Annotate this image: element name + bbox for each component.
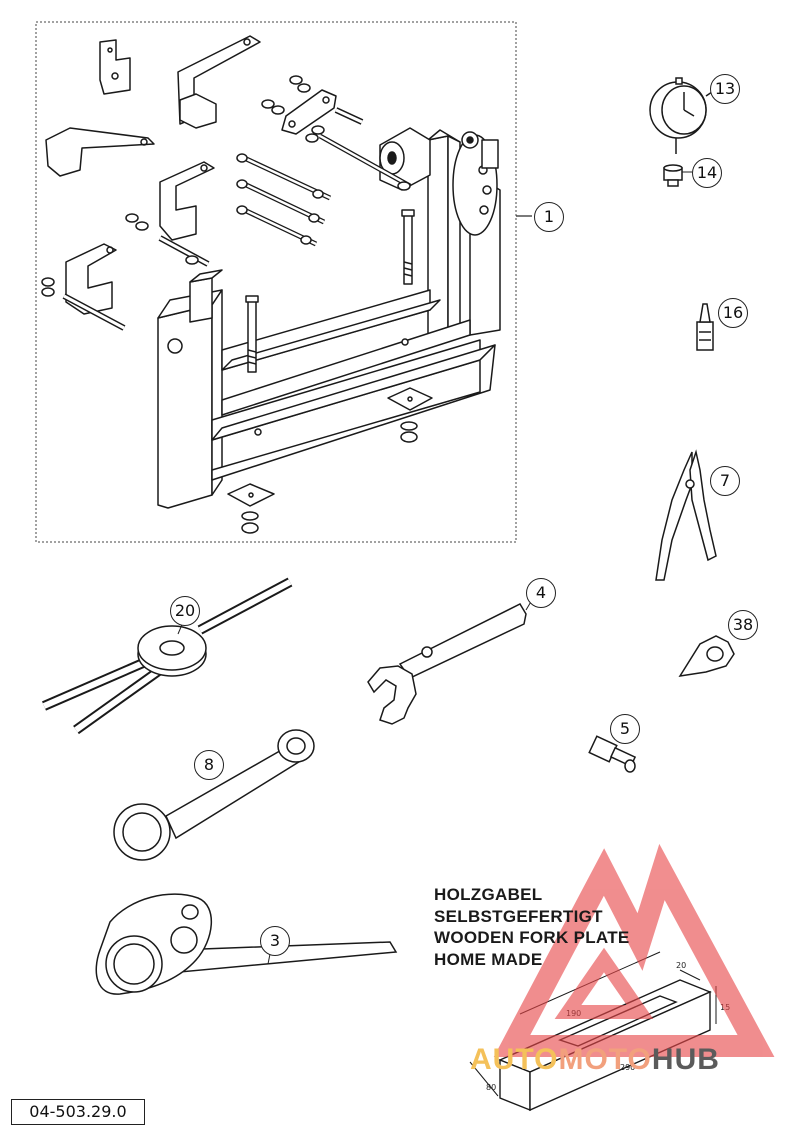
dial-indicator xyxy=(649,77,713,154)
link-plate xyxy=(281,89,337,135)
long-bolt-vertical-1 xyxy=(245,295,259,373)
offset-bracket-lower xyxy=(65,243,117,315)
watermark-logo xyxy=(493,843,775,1057)
foot-pad-left xyxy=(227,483,275,534)
watermark-part: AUTO xyxy=(470,1043,559,1076)
note-line: HOME MADE xyxy=(434,949,543,969)
dimension-label: 80 xyxy=(486,1083,496,1092)
callout-13: 13 xyxy=(710,74,740,104)
circlip-pliers xyxy=(655,449,717,581)
sealant-bottle xyxy=(696,303,714,351)
engine-stand-frame xyxy=(157,129,501,509)
dimension-label: 290 xyxy=(620,1063,635,1072)
threaded-adapter xyxy=(588,735,637,773)
watermark-text: AUTOMOTOHUB xyxy=(470,1043,720,1077)
callout-7: 7 xyxy=(710,466,740,496)
sprocket-holder xyxy=(95,893,398,995)
nut-set xyxy=(41,75,411,297)
note-line: HOLZGABEL xyxy=(434,885,543,904)
offset-bracket-top xyxy=(177,35,261,129)
foot-pad-right xyxy=(387,387,433,443)
bolt-horizontal-3 xyxy=(334,107,364,125)
callout-5: 5 xyxy=(610,714,640,744)
part-number: 04-503.29.0 xyxy=(11,1099,145,1125)
bolt-horizontal-2 xyxy=(62,293,126,331)
stand-kit-frame xyxy=(35,21,517,543)
offset-bracket-left xyxy=(45,127,155,177)
leader-line-3 xyxy=(267,953,271,965)
callout-8: 8 xyxy=(194,750,224,780)
bolt-horizontal-1 xyxy=(158,235,210,267)
puller-tool xyxy=(42,577,293,735)
long-bolt-vertical-2 xyxy=(401,209,415,285)
callout-3: 3 xyxy=(260,926,290,956)
callout-14: 14 xyxy=(692,158,722,188)
callout-1: 1 xyxy=(534,202,564,232)
callout-16: 16 xyxy=(718,298,748,328)
clutch-holder-spanner xyxy=(113,729,315,861)
callout-38: 38 xyxy=(728,610,758,640)
dial-adapter xyxy=(663,164,683,187)
dimension-label: 20 xyxy=(676,961,686,970)
callout-20: 20 xyxy=(170,596,200,626)
watermark-part: MOTO xyxy=(558,1043,652,1076)
callout-4: 4 xyxy=(526,578,556,608)
watermark-part: HUB xyxy=(651,1043,720,1076)
note-line: SELBSTGEFERTIGT xyxy=(434,906,603,926)
flange-plate xyxy=(452,131,499,236)
note-line: WOODEN FORK PLATE xyxy=(434,928,630,947)
hook-spanner xyxy=(367,603,527,725)
wooden-fork-note: HOLZGABEL SELBSTGEFERTIGT WOODEN FORK PL… xyxy=(434,884,630,970)
small-angle-bracket xyxy=(99,39,131,95)
puller-plate xyxy=(678,635,735,677)
offset-bracket-mid xyxy=(159,161,215,241)
threaded-rod-4 xyxy=(318,133,412,189)
